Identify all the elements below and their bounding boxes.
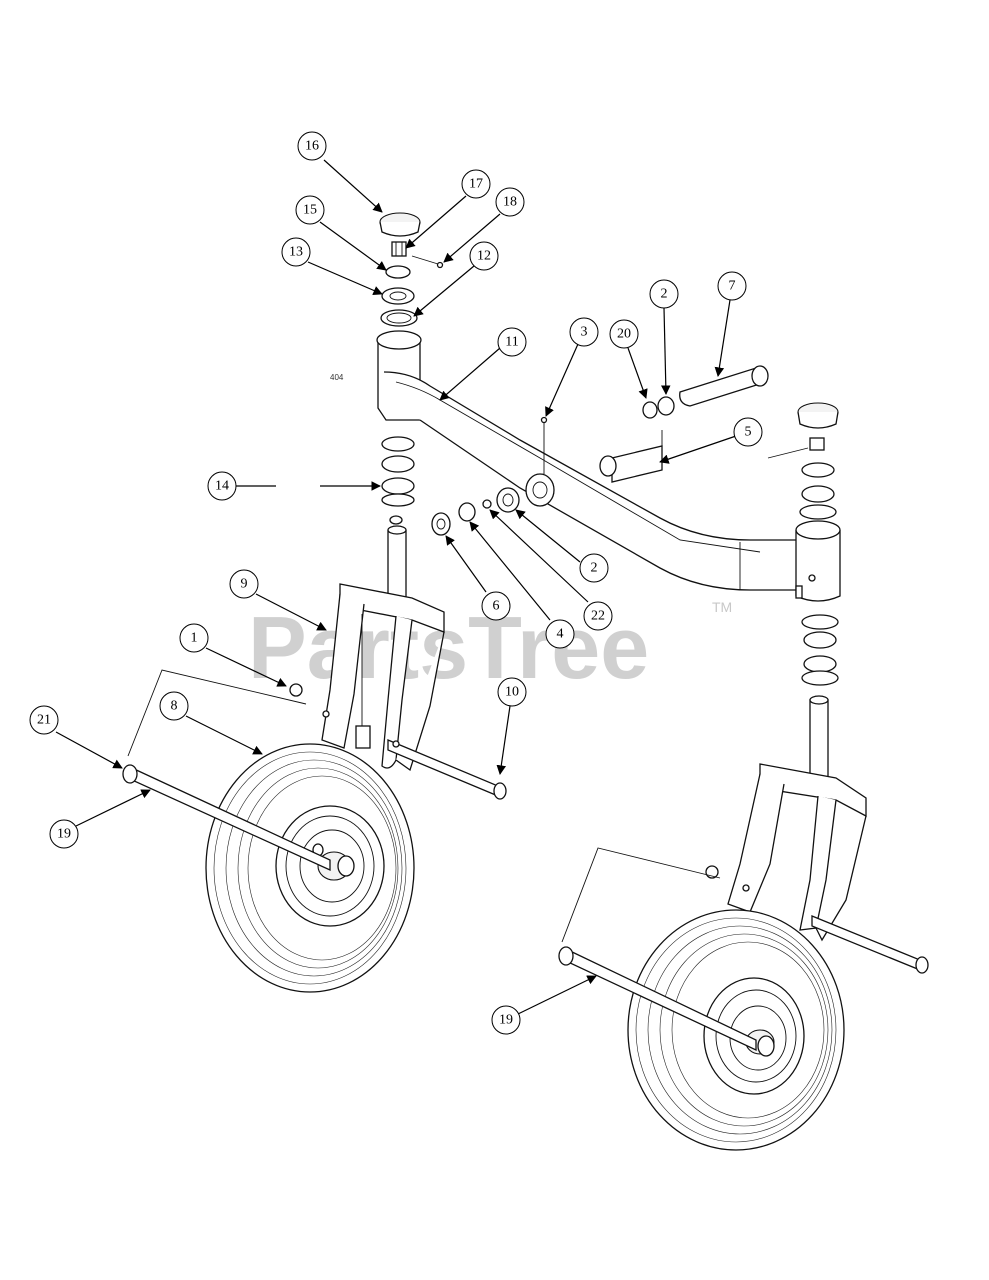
right-wheel: [627, 909, 845, 1151]
svg-text:2: 2: [661, 287, 668, 302]
callout-4: 4: [469, 521, 575, 649]
svg-text:18: 18: [503, 195, 517, 210]
callout-3: 3: [545, 317, 599, 417]
right-caster-fork: [705, 695, 867, 942]
callout-22: 22: [489, 509, 613, 631]
svg-text:17: 17: [469, 177, 483, 192]
watermark-trademark: TM: [712, 599, 732, 615]
svg-text:22: 22: [591, 609, 605, 624]
svg-text:10: 10: [505, 685, 519, 700]
svg-text:6: 6: [493, 599, 500, 614]
callout-9: 9: [229, 569, 327, 631]
svg-text:13: 13: [289, 245, 303, 260]
left-lower-bearing-stack: [381, 436, 415, 525]
svg-text:11: 11: [505, 335, 518, 350]
svg-text:20: 20: [617, 327, 631, 342]
left-axle-shaft: [122, 669, 331, 872]
small-mark-label: 404: [330, 373, 344, 382]
callout-2-top: 2: [649, 279, 679, 395]
callout-19-right: 19: [491, 975, 597, 1035]
svg-text:19: 19: [499, 1013, 513, 1028]
callout-20: 20: [609, 319, 648, 399]
svg-text:2: 2: [591, 561, 598, 576]
svg-text:9: 9: [241, 577, 248, 592]
callout-11: 11: [439, 327, 527, 401]
pivot-pin-assembly: [540, 365, 769, 483]
right-axle-shaft: [558, 847, 757, 1052]
callout-14: 14: [207, 471, 381, 501]
callout-7: 7: [714, 271, 747, 377]
callout-6: 6: [445, 535, 511, 621]
callout-17: 17: [405, 169, 491, 249]
callout-15: 15: [295, 195, 387, 271]
svg-text:5: 5: [745, 425, 752, 440]
callout-21: 21: [29, 705, 123, 769]
callout-12: 12: [413, 241, 499, 317]
left-spindle-cap-stack: [379, 212, 444, 327]
svg-text:14: 14: [215, 479, 229, 494]
callout-1: 1: [179, 623, 287, 687]
svg-text:12: 12: [477, 249, 491, 264]
left-axle-bolt: [387, 739, 507, 800]
svg-text:3: 3: [581, 325, 588, 340]
callout-19-left: 19: [49, 789, 151, 849]
callout-8: 8: [159, 691, 263, 755]
svg-text:8: 8: [171, 699, 178, 714]
svg-text:21: 21: [37, 713, 51, 728]
left-wheel: [205, 743, 415, 993]
callout-2-mid: 2: [515, 509, 609, 583]
svg-text:15: 15: [303, 203, 317, 218]
right-spindle-cap-stack: [767, 402, 839, 686]
watermark-text: PartsTree: [248, 598, 649, 697]
svg-text:7: 7: [729, 279, 736, 294]
right-axle-bolt: [811, 915, 929, 974]
pivot-washers: [431, 487, 520, 536]
svg-text:4: 4: [557, 627, 564, 642]
svg-text:16: 16: [305, 139, 319, 154]
callout-5: 5: [659, 417, 763, 464]
callout-10: 10: [496, 677, 527, 775]
svg-text:19: 19: [57, 827, 71, 842]
svg-text:1: 1: [191, 631, 198, 646]
left-caster-fork: [289, 525, 445, 772]
callout-16: 16: [297, 131, 383, 213]
front-axle-frame: [376, 330, 841, 602]
callout-13: 13: [281, 237, 383, 295]
callout-18: 18: [443, 187, 525, 263]
